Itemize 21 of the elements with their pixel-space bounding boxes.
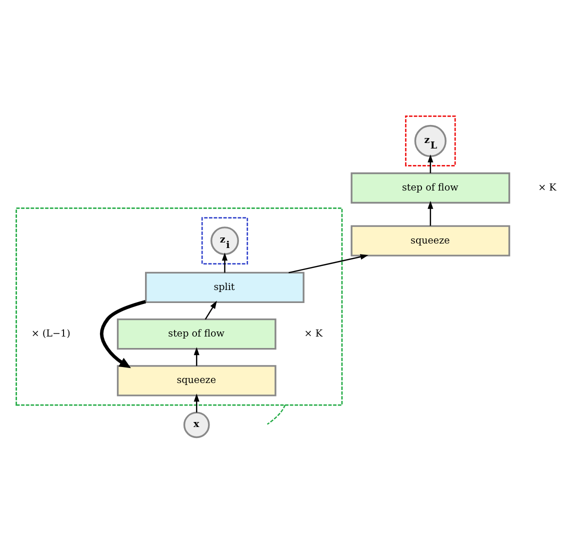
arrow bbox=[428, 200, 434, 226]
connector bbox=[266, 404, 286, 425]
node-label: × K bbox=[538, 182, 556, 194]
node-box: split bbox=[145, 272, 304, 304]
cluster bbox=[16, 208, 343, 406]
arrow bbox=[222, 252, 228, 273]
node-label: × (L−1) bbox=[31, 328, 70, 340]
node-circle: x bbox=[183, 412, 210, 438]
node-label: × K bbox=[304, 328, 323, 340]
node-box: step of flow bbox=[350, 172, 510, 204]
node-box: step of flow bbox=[116, 318, 276, 350]
arrow bbox=[288, 254, 368, 274]
arrow bbox=[194, 394, 200, 413]
node-box: squeeze bbox=[116, 365, 276, 396]
arrow bbox=[204, 300, 217, 320]
cluster bbox=[201, 217, 248, 264]
node-box: squeeze bbox=[350, 225, 510, 256]
arrow bbox=[194, 347, 200, 366]
arrow bbox=[428, 154, 434, 174]
cluster bbox=[405, 116, 456, 166]
arrow bbox=[100, 300, 146, 368]
